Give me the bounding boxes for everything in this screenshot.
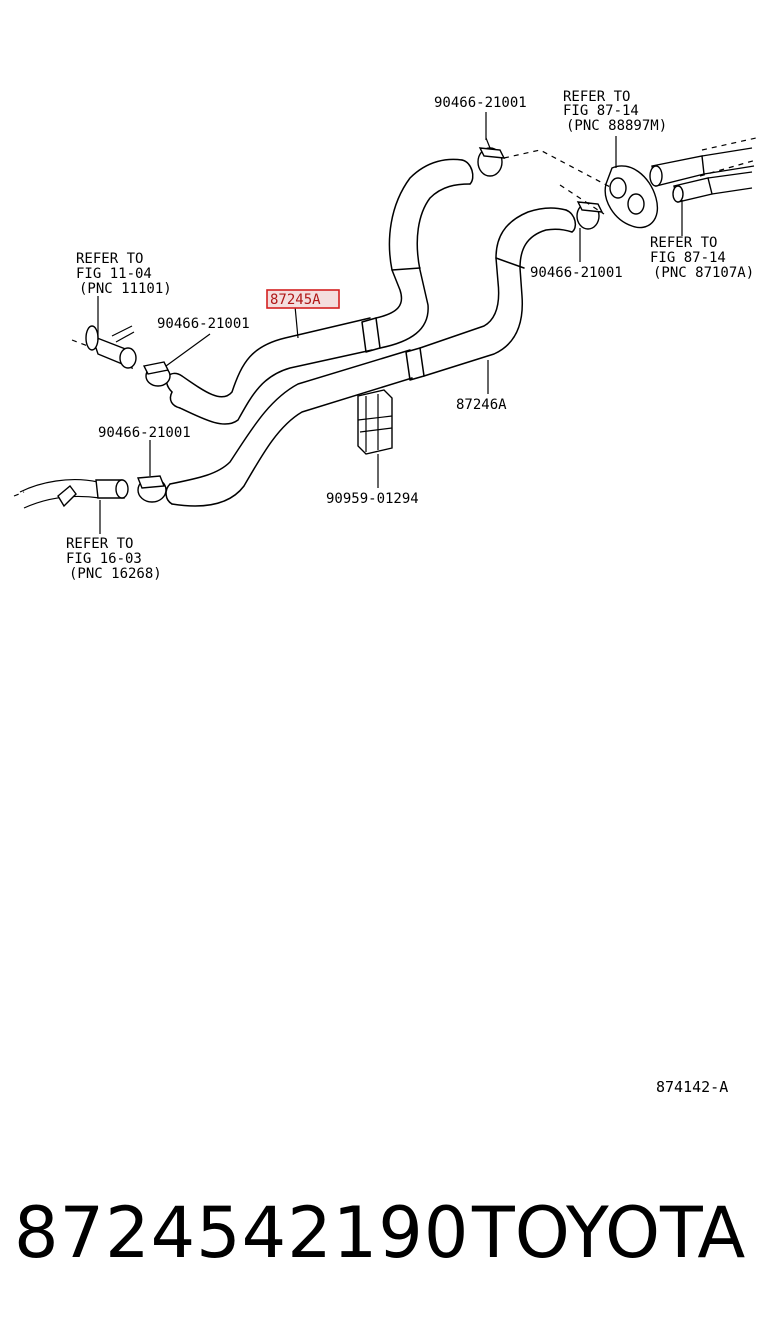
label-clip-top: 90466-21001 [434,95,527,111]
engine-fitting-left [71,325,137,370]
label-refer-bottom-3: (PNC 16268) [69,566,162,582]
heater-core-fitting [604,137,757,229]
label-hose-lower[interactable]: 87246A [456,397,507,413]
label-refer-top-right-2: FIG 87-14 [563,103,639,119]
label-refer-right-2: FIG 87-14 [650,250,726,266]
label-clip-left-lower: 90466-21001 [98,425,191,441]
label-refer-bottom-2: FIG 16-03 [66,551,142,567]
dashed-guide-right [559,184,605,215]
label-clip-left-upper: 90466-21001 [157,316,250,332]
highlight-box [266,289,340,309]
hose-87245a[interactable] [165,158,474,425]
clip-left-upper[interactable] [142,361,171,387]
label-refer-left-1: REFER TO [76,251,143,267]
label-refer-right-1: REFER TO [650,235,717,251]
label-refer-top-right-1: REFER TO [563,89,630,105]
clip-top[interactable] [477,137,506,177]
label-refer-bottom-1: REFER TO [66,536,133,552]
label-refer-right-3: (PNC 87107A) [653,265,754,281]
water-pipe-fitting-bottom [13,479,129,509]
clip-left-lower[interactable] [137,475,167,503]
leader-lines [97,112,683,534]
clip-right[interactable] [576,201,604,230]
part-number: 8724542190 [14,1192,470,1274]
figure-code: 874142-A [656,1078,729,1096]
hose-87246a[interactable] [165,207,577,507]
clamp-block[interactable] [357,389,393,455]
label-refer-left-2: FIG 11-04 [76,266,152,282]
label-clip-right: 90466-21001 [530,265,623,281]
label-refer-top-right-3: (PNC 88897M) [566,118,667,134]
dashed-guide-top [503,149,613,189]
label-hose-highlighted[interactable]: 87245A [270,292,321,308]
label-clamp-block: 90959-01294 [326,491,419,507]
label-refer-left-3: (PNC 11101) [79,281,172,297]
footer-banner: 8724542190 TOYOTA [0,1192,760,1282]
brand-name: TOYOTA [472,1192,746,1274]
